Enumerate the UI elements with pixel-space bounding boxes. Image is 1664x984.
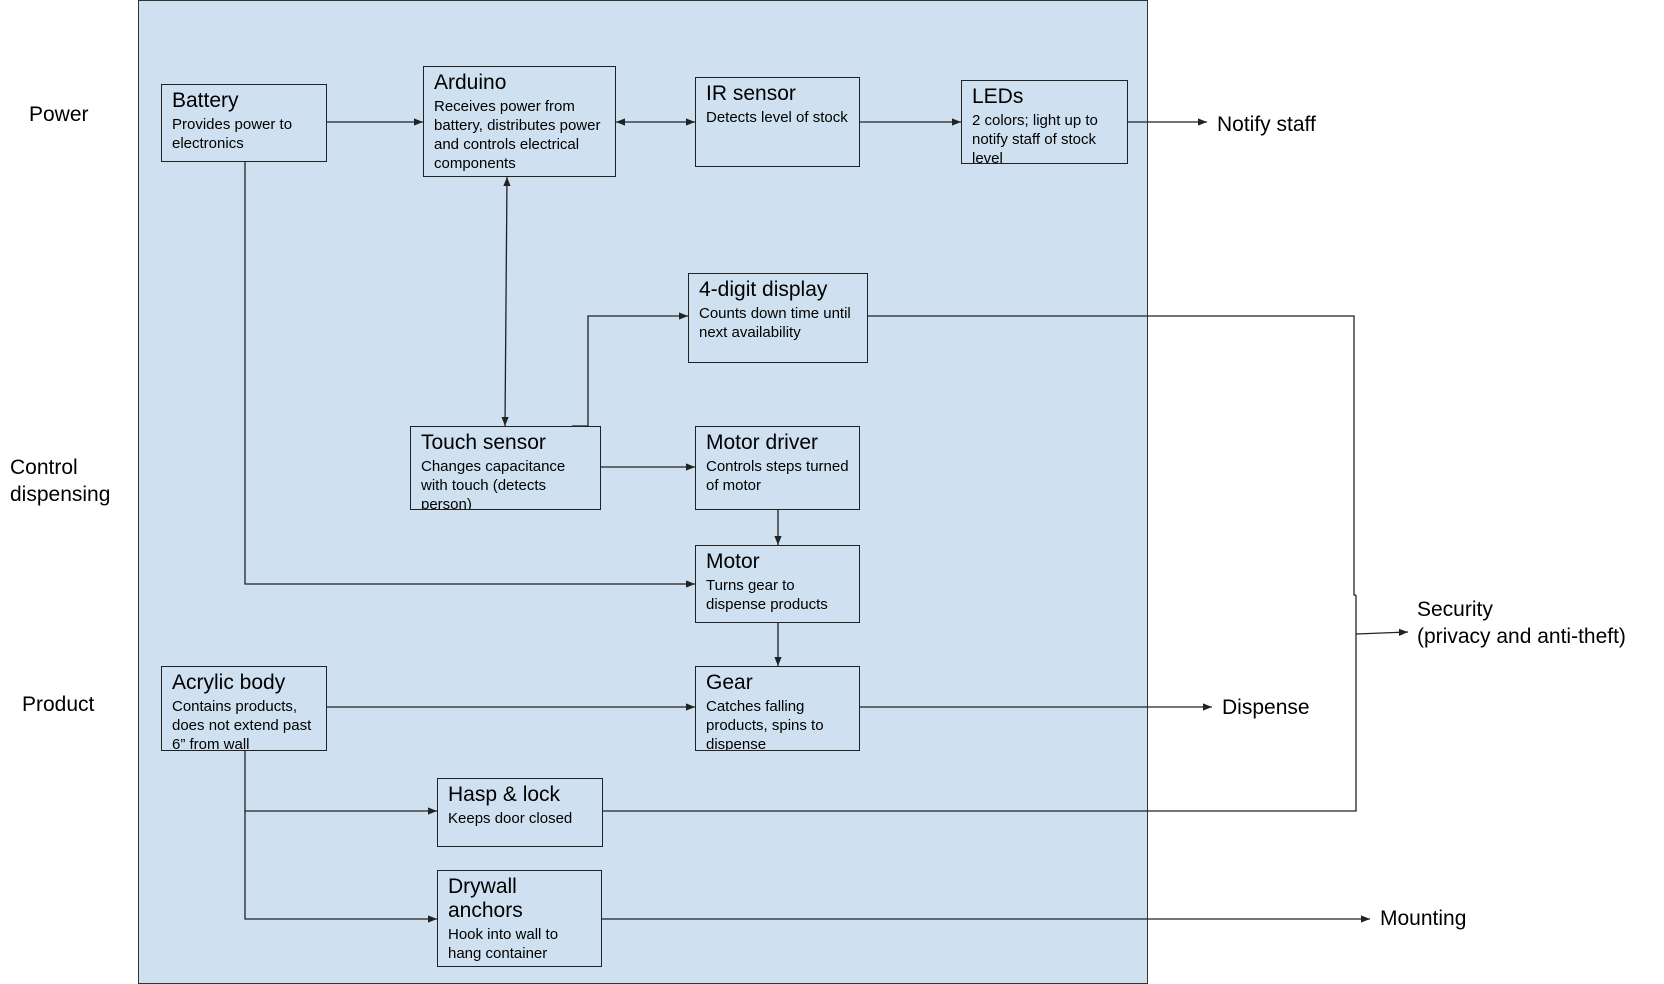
leds-title: LEDs [972,85,1024,108]
drywall-anchors-title: Drywall anchors [448,875,523,922]
display-block: 4-digit display Counts down time until n… [688,273,868,363]
output-notify-staff: Notify staff [1217,113,1316,136]
battery-title: Battery [172,89,239,112]
acrylic-body-title: Acrylic body [172,671,286,694]
hasp-lock-description: Keeps door closed [448,810,573,827]
touch-sensor-description: Changes capacitance with touch (detects … [421,458,566,510]
arduino-description: Receives power from battery, distributes… [434,98,601,172]
arduino-title: Arduino [434,71,507,94]
ir-sensor-block: IR sensor Detects level of stock [695,77,860,167]
touch-sensor-block: Touch sensor Changes capacitance with to… [410,426,601,510]
ir-sensor-description: Detects level of stock [706,109,848,126]
gear-title: Gear [706,671,753,694]
motor-driver-block: Motor driver Controls steps turned of mo… [695,426,860,510]
battery-description: Provides power to electronics [172,116,293,152]
arduino-block: Arduino Receives power from battery, dis… [423,66,616,177]
output-mounting: Mounting [1380,907,1467,930]
display-title: 4-digit display [699,278,828,301]
motor-block: Motor Turns gear to dispense products [695,545,860,623]
gear-block: Gear Catches falling products, spins to … [695,666,860,751]
motor-driver-description: Controls steps turned of motor [706,458,849,494]
ir-sensor-title: IR sensor [706,82,796,105]
arrow-arduino-touch [501,176,511,427]
row-label-control-dispensing: Control dispensing [10,456,111,506]
arrow-battery-motor [244,162,695,588]
acrylic-body-block: Acrylic body Contains products, does not… [161,666,327,751]
display-description: Counts down time until next availability [699,305,851,341]
battery-block: Battery Provides power to electronics [161,84,327,162]
output-dispense: Dispense [1222,696,1310,719]
line-display-security [868,315,1356,596]
drywall-anchors-block: Drywall anchors Hook into wall to hang c… [437,870,602,967]
drywall-anchors-description: Hook into wall to hang container [448,926,559,962]
arrow-body-anchors [244,811,437,923]
gear-description: Catches falling products, spins to dispe… [706,698,824,751]
arrow-touch-display [572,312,688,427]
motor-title: Motor [706,550,760,573]
row-label-product: Product [22,693,95,716]
line-hasp-security [603,595,1357,812]
arrow-security [1355,628,1409,636]
leds-block: LEDs 2 colors; light up to notify staff … [961,80,1128,164]
hasp-lock-title: Hasp & lock [448,783,561,806]
arrow-body-hasp [244,751,437,815]
touch-sensor-title: Touch sensor [421,431,546,454]
row-label-power: Power [29,103,89,126]
output-security: Security (privacy and anti-theft) [1417,598,1626,648]
leds-description: 2 colors; light up to notify staff of st… [972,112,1098,164]
acrylic-body-description: Contains products, does not extend past … [172,698,312,751]
hasp-lock-block: Hasp & lock Keeps door closed [437,778,603,847]
motor-driver-title: Motor driver [706,431,819,454]
system-boundary [138,0,1148,984]
motor-description: Turns gear to dispense products [706,577,828,613]
